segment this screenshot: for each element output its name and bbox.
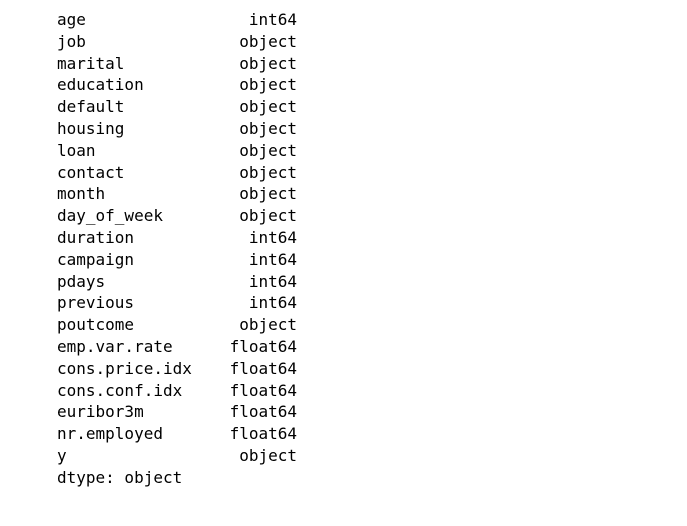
column-name: pdays: [57, 271, 106, 291]
dtype-row: age int64: [57, 9, 617, 31]
column-name: poutcome: [57, 315, 135, 335]
dtype-row: month object: [57, 183, 617, 205]
column-name: nr.employed: [57, 424, 163, 444]
column-dtype: object: [239, 162, 297, 182]
column-dtype: object: [239, 75, 297, 95]
column-name: education: [57, 75, 144, 95]
dtype-row: cons.price.idx float64: [57, 358, 617, 380]
dtype-row: pdays int64: [57, 271, 617, 293]
column-name: month: [57, 184, 106, 204]
column-name: age: [57, 10, 86, 29]
column-name: loan: [57, 140, 96, 160]
column-dtype: float64: [229, 380, 297, 400]
dtype-row: y object: [57, 445, 617, 467]
column-name: marital: [57, 53, 125, 73]
dtype-row: previous int64: [57, 292, 617, 314]
dtype-footer: dtype: object: [57, 467, 183, 487]
column-name: cons.price.idx: [57, 358, 192, 378]
dtype-row: education object: [57, 74, 617, 96]
dtype-row: marital object: [57, 53, 617, 75]
dtype-row: emp.var.rate float64: [57, 336, 617, 358]
column-dtype: float64: [229, 402, 297, 422]
dtype-row: loan object: [57, 140, 617, 162]
column-dtype: object: [239, 445, 297, 465]
dtype-row: nr.employed float64: [57, 423, 617, 445]
column-dtype: object: [239, 184, 297, 204]
column-name: cons.conf.idx: [57, 380, 183, 400]
cell-output: age int64 job object marital object educ…: [57, 9, 617, 489]
column-dtype: int64: [248, 10, 297, 29]
dtype-row: default object: [57, 96, 617, 118]
column-dtype: object: [239, 97, 297, 117]
column-dtype: object: [239, 315, 297, 335]
dtype-row: day_of_week object: [57, 205, 617, 227]
column-dtype: float64: [229, 358, 297, 378]
column-dtype: object: [239, 118, 297, 138]
column-dtype: int64: [248, 293, 297, 313]
column-name: housing: [57, 118, 125, 138]
column-name: default: [57, 97, 125, 117]
column-name: duration: [57, 227, 135, 247]
column-dtype: float64: [229, 424, 297, 444]
column-dtype: object: [239, 140, 297, 160]
column-dtype: int64: [248, 227, 297, 247]
column-dtype: object: [239, 206, 297, 226]
dtype-row: euribor3m float64: [57, 401, 617, 423]
column-dtype: object: [239, 31, 297, 51]
dtype-row: poutcome object: [57, 314, 617, 336]
dtype-row: duration int64: [57, 227, 617, 249]
dtype-row: cons.conf.idx float64: [57, 380, 617, 402]
dtype-row: job object: [57, 31, 617, 53]
dtype-row: campaign int64: [57, 249, 617, 271]
column-name: emp.var.rate: [57, 336, 173, 356]
column-name: day_of_week: [57, 206, 163, 226]
dtype-row: contact object: [57, 162, 617, 184]
column-dtype: object: [239, 53, 297, 73]
column-name: y: [57, 445, 67, 465]
column-name: campaign: [57, 249, 135, 269]
column-name: job: [57, 31, 86, 51]
column-name: euribor3m: [57, 402, 144, 422]
column-name: contact: [57, 162, 125, 182]
column-name: previous: [57, 293, 135, 313]
dtype-row: housing object: [57, 118, 617, 140]
column-dtype: int64: [248, 249, 297, 269]
column-dtype: float64: [229, 336, 297, 356]
column-dtype: int64: [248, 271, 297, 291]
